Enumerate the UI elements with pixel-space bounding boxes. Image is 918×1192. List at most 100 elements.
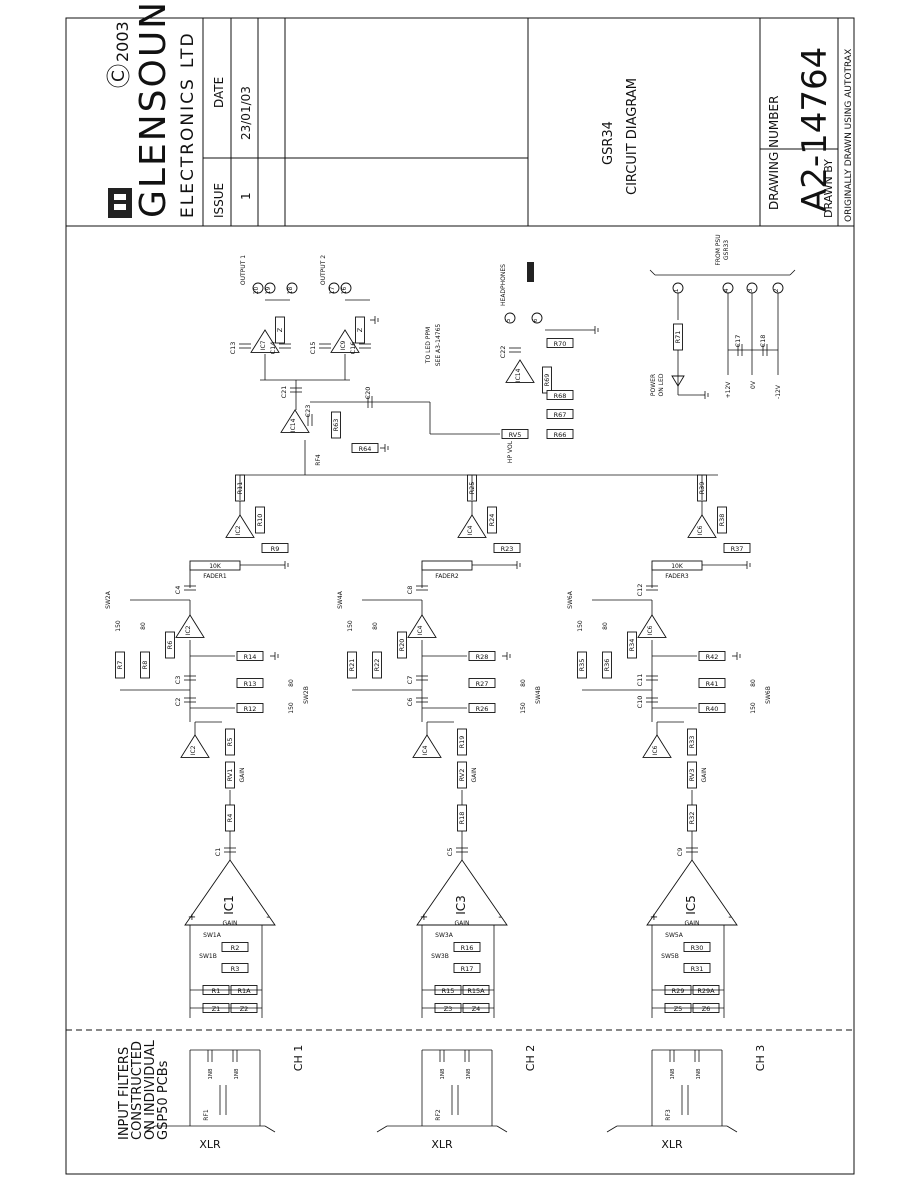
- resistor-label: Z3: [444, 1005, 453, 1013]
- switch-value: 80: [140, 622, 147, 630]
- resistor-label: R31: [691, 965, 704, 973]
- switch-value: 80: [602, 622, 609, 630]
- resistor-r35: [577, 651, 587, 679]
- resistor-label: R63: [332, 419, 340, 432]
- switch-label: SW1A: [203, 932, 222, 939]
- opamp-label: IC14: [290, 418, 297, 432]
- fader-value: 10K: [671, 563, 684, 570]
- wire: [726, 1125, 738, 1133]
- resistor-r14: [236, 651, 264, 661]
- resistor-label: R13: [244, 680, 257, 688]
- filter-label: 1N8: [670, 1068, 676, 1080]
- opamp-label: IC6: [652, 745, 659, 755]
- resistor-label: R69: [543, 374, 551, 387]
- switch-value: 150: [347, 620, 354, 632]
- minus-sign: -: [728, 912, 732, 923]
- connector-pin-icon: [286, 282, 298, 294]
- hp-vol-label: HP VOL: [507, 440, 514, 463]
- svg-text:CONSTRUCTED: CONSTRUCTED: [130, 1041, 145, 1140]
- product-name: GSR34: [601, 121, 616, 165]
- resistor-r13: [236, 678, 264, 688]
- switch-label: SW1B: [199, 953, 217, 960]
- filter-label: 1N8: [466, 1068, 472, 1080]
- resistor-label: R29: [672, 987, 685, 995]
- connector-pin-label: 16: [341, 287, 348, 295]
- resistor-label: R34: [628, 639, 636, 652]
- gain-label: GAIN: [454, 920, 469, 927]
- glensound-logo-icon: [108, 188, 132, 218]
- capacitor-label: C14: [269, 342, 277, 355]
- resistor-label: R15: [442, 987, 455, 995]
- resistor-label: R40: [706, 705, 719, 713]
- rail-label: -12V: [775, 384, 782, 399]
- plus-sign: +: [188, 912, 196, 923]
- switch-label: SW4A: [337, 590, 344, 609]
- switch-label: SW6B: [765, 686, 772, 704]
- resistor-label: R29A: [697, 987, 715, 995]
- preamp-label: IC1: [222, 895, 236, 915]
- switch-label: SW3B: [431, 953, 449, 960]
- opamp-icon: [642, 734, 672, 758]
- resistor-label: R18: [458, 812, 466, 825]
- resistor-r8: [140, 651, 150, 679]
- resistor-r4: [225, 804, 235, 832]
- switch-label: SW6A: [567, 590, 574, 609]
- capacitor-label: C23: [304, 405, 312, 418]
- opamp-icon: [687, 514, 717, 538]
- resistor-r36: [602, 651, 612, 679]
- resistor-r41: [698, 678, 726, 688]
- resistor-label: R70: [554, 340, 567, 348]
- drawn-by-label: DRAWN BY: [822, 159, 835, 218]
- resistor-r10: [255, 506, 265, 534]
- svg-text:INPUT FILTERS: INPUT FILTERS: [117, 1047, 132, 1140]
- headphones-label: HEADPHONES: [500, 264, 507, 306]
- wire: [789, 269, 796, 276]
- capacitor-label: C11: [636, 674, 644, 687]
- resistor-rv1: [225, 761, 235, 789]
- resistor-r33: [687, 728, 697, 756]
- resistor-label: R30: [691, 944, 704, 952]
- output-label: OUTPUT 1: [240, 255, 247, 285]
- capacitor-label: C1: [214, 848, 222, 857]
- resistor-label: R1: [212, 987, 221, 995]
- resistor-r63: [331, 411, 341, 439]
- switch-label: SW5B: [661, 953, 679, 960]
- resistor-r24: [487, 506, 497, 534]
- issue-header: ISSUE: [212, 183, 226, 218]
- wire: [606, 1125, 618, 1133]
- led-label: POWER: [650, 374, 657, 396]
- drawing-border: [65, 17, 855, 1175]
- capacitor-label: C12: [636, 584, 644, 597]
- copyright-circle: [106, 64, 130, 88]
- resistor-label: R21: [348, 659, 356, 672]
- channel-label: CH 2: [524, 1045, 537, 1071]
- output-label: OUTPUT 2: [320, 255, 327, 285]
- resistor-label: R19: [458, 736, 466, 749]
- drawing-number-label: DRAWING NUMBER: [767, 96, 781, 210]
- connector-pin-label: 19: [265, 287, 272, 295]
- gain-label: GAIN: [701, 767, 708, 782]
- connector-pin-label: 6: [532, 318, 539, 322]
- resistor-r70: [546, 338, 574, 348]
- resistor-r27: [468, 678, 496, 688]
- resistor-label: RV5: [509, 431, 522, 439]
- resistor-label: R67: [554, 411, 567, 419]
- resistor-r21: [347, 651, 357, 679]
- opamp-icon: [180, 734, 210, 758]
- capacitor-label: C17: [734, 335, 742, 348]
- xlr-label: XLR: [199, 1138, 221, 1151]
- resistor-r30: [683, 942, 711, 952]
- gain-label: GAIN: [684, 920, 699, 927]
- rf-label: RF4: [315, 454, 322, 466]
- resistor-r67: [546, 409, 574, 419]
- switch-label: SW2A: [105, 590, 112, 609]
- resistor-label: R7: [116, 661, 124, 670]
- resistor-label: R23: [501, 545, 514, 553]
- capacitor-label: C10: [636, 696, 644, 709]
- led-note: SEE A3-14765: [435, 324, 442, 367]
- xlr-label: XLR: [661, 1138, 683, 1151]
- resistor-label: R64: [359, 445, 372, 453]
